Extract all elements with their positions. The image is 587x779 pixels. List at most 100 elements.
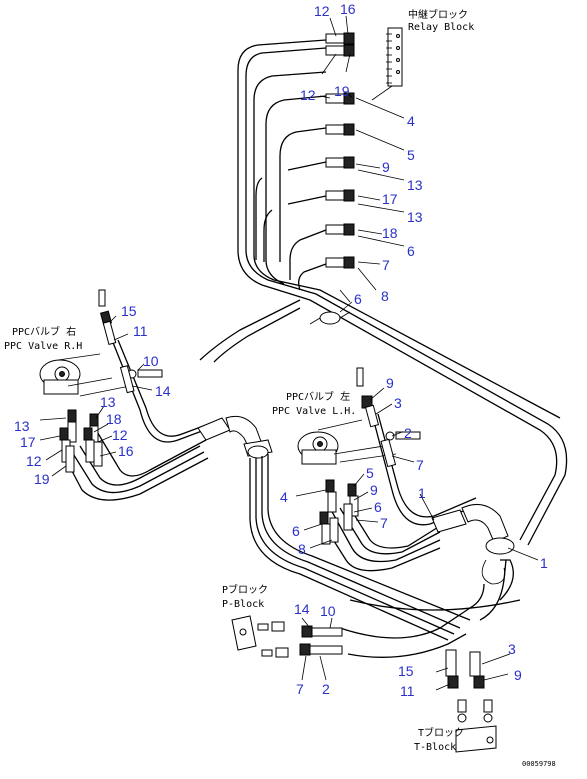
callout-9: 9	[514, 667, 522, 683]
relay-block-label-en: Relay Block	[408, 22, 474, 33]
callout-13: 13	[100, 394, 116, 410]
callout-7: 7	[382, 257, 390, 273]
fitting-row-4	[325, 123, 355, 136]
ppc-rh-label-en: PPC Valve R.H	[4, 341, 82, 352]
callout-1: 1	[418, 485, 426, 501]
callout-13: 13	[407, 177, 423, 193]
callout-7: 7	[380, 515, 388, 531]
callout-15: 15	[121, 303, 137, 319]
callout-11: 11	[400, 683, 415, 699]
ppc-lh-label-en: PPC Valve L.H.	[272, 406, 356, 417]
callout-5: 5	[407, 147, 415, 163]
fitting-row-7	[325, 223, 355, 236]
callout-18: 18	[106, 411, 122, 427]
lh-fitting-6b	[343, 503, 353, 531]
fitting-row-5	[325, 156, 355, 169]
callout-19: 19	[34, 471, 50, 487]
rh-fitting-15	[98, 289, 113, 326]
callout-7: 7	[296, 681, 304, 697]
callout-17: 17	[382, 191, 398, 207]
callout-9: 9	[386, 375, 394, 391]
lh-hoses	[321, 413, 477, 572]
rh-fittings	[59, 289, 163, 473]
lower-hose-runs	[249, 454, 521, 658]
callout-13: 13	[14, 418, 30, 434]
rh-fitting-19	[65, 445, 75, 473]
callout-13: 13	[407, 209, 423, 225]
callout-16: 16	[118, 443, 134, 459]
callout-18: 18	[382, 225, 398, 241]
callout-4: 4	[407, 113, 415, 129]
callout-14: 14	[294, 601, 310, 617]
centre-elbow-fittings	[197, 415, 273, 459]
t-block-label-en: T-Block	[414, 742, 456, 753]
callout-1: 1	[540, 555, 548, 571]
rh-fitting-18	[83, 427, 95, 463]
drawing-code: 00059798	[522, 760, 556, 768]
callout-3: 3	[508, 641, 516, 657]
rh-fitting-16	[93, 441, 103, 467]
rh-fitting-14	[119, 365, 135, 394]
lh-fitting-6	[319, 511, 331, 545]
callout-2: 2	[322, 681, 330, 697]
t-block-label-jp: Tブロック	[418, 726, 464, 739]
callout-6: 6	[374, 499, 382, 515]
relay-block-label-jp: 中継ブロック	[408, 8, 468, 21]
hose-clamp	[309, 301, 353, 325]
fitting-row-6	[325, 189, 355, 202]
callout-4: 4	[280, 489, 288, 505]
lh-fitting-4	[325, 479, 337, 513]
callout-7: 7	[416, 457, 424, 473]
callout-11: 11	[133, 323, 148, 339]
callout-2: 2	[404, 425, 412, 441]
rh-fitting-13a	[67, 409, 77, 443]
callout-12: 12	[300, 87, 316, 103]
leader-lines	[39, 15, 539, 691]
callout-9: 9	[370, 482, 378, 498]
callout-8: 8	[298, 541, 306, 557]
callout-16: 16	[340, 1, 356, 17]
lh-fitting-8	[329, 517, 339, 543]
lh-fitting-9	[356, 367, 373, 409]
rh-hoses	[61, 339, 215, 501]
fitting-row-1	[325, 32, 355, 45]
callout-5: 5	[366, 465, 374, 481]
callout-9: 9	[382, 159, 390, 175]
callout-10: 10	[320, 603, 336, 619]
callout-10: 10	[143, 353, 159, 369]
callout-17: 17	[20, 434, 36, 450]
ppc-valve-rh	[39, 353, 131, 397]
p-block	[231, 615, 343, 658]
lh-fittings	[319, 367, 421, 545]
relay-hose-bundle	[199, 39, 568, 546]
callout-3: 3	[394, 395, 402, 411]
callout-6: 6	[292, 523, 300, 539]
relay-block	[371, 27, 403, 101]
callout-numbers: 12 16 12 19 4 5 9 13 17 13 18 6 7 8 6 15…	[14, 1, 548, 699]
callout-19: 19	[334, 83, 350, 99]
lh-fitting-3	[364, 404, 380, 428]
rh-fitting-11	[102, 320, 117, 346]
callout-15: 15	[398, 663, 414, 679]
fitting-row-8	[325, 256, 355, 269]
relay-fittings	[325, 32, 355, 269]
t-block	[445, 649, 497, 753]
rh-fitting-10	[127, 369, 163, 379]
callout-6: 6	[407, 243, 415, 259]
ppc-lh-label-jp: PPCバルブ 左	[286, 390, 350, 403]
callout-12: 12	[314, 3, 330, 19]
callout-14: 14	[155, 383, 171, 399]
lh-fitting-7	[380, 438, 397, 468]
ppc-valve-lh	[297, 419, 397, 465]
right-elbow-fittings	[431, 503, 515, 585]
p-block-label-en: P-Block	[222, 599, 264, 610]
ppc-rh-label-jp: PPCバルブ 右	[12, 325, 76, 338]
callout-12: 12	[26, 453, 42, 469]
lh-fitting-2	[385, 431, 421, 441]
fitting-row-3	[325, 92, 355, 105]
callout-8: 8	[381, 288, 389, 304]
callout-12: 12	[112, 427, 128, 443]
callout-6: 6	[354, 291, 362, 307]
p-block-label-jp: Pブロック	[222, 583, 268, 596]
